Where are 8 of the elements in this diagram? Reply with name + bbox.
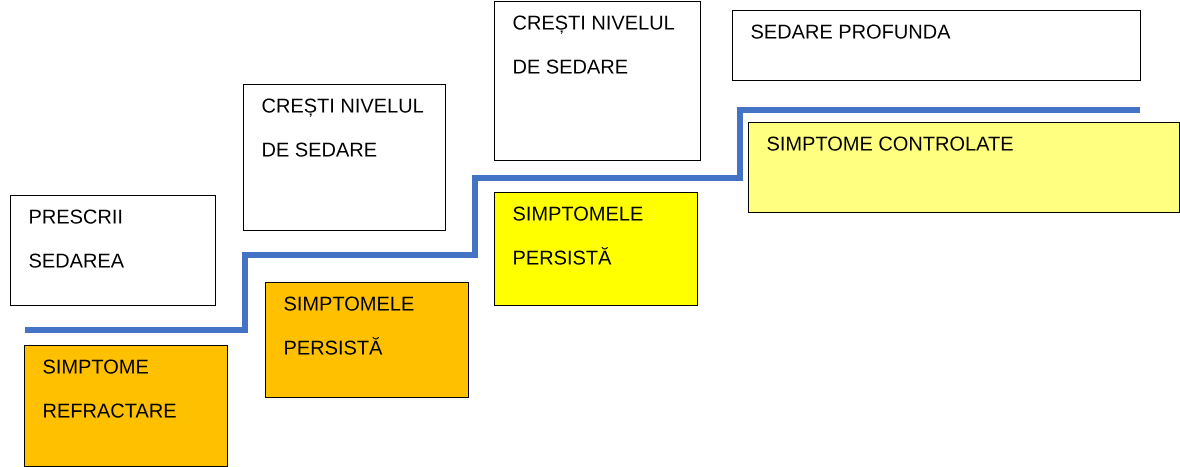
symptom-box: SIMPTOMELE PERSISTĂ [265,282,469,398]
step-box: SEDARE PROFUNDA [732,10,1141,81]
symptom-box: SIMPTOME REFRACTARE [24,345,228,467]
step-box: PRESCRII SEDAREA [10,195,216,306]
step-box: CREȘTI NIVELUL DE SEDARE [243,84,446,231]
symptom-box: SIMPTOME CONTROLATE [748,122,1180,213]
step-box: CREȘTI NIVELUL DE SEDARE [494,1,701,161]
symptom-box: SIMPTOMELE PERSISTĂ [494,192,698,306]
